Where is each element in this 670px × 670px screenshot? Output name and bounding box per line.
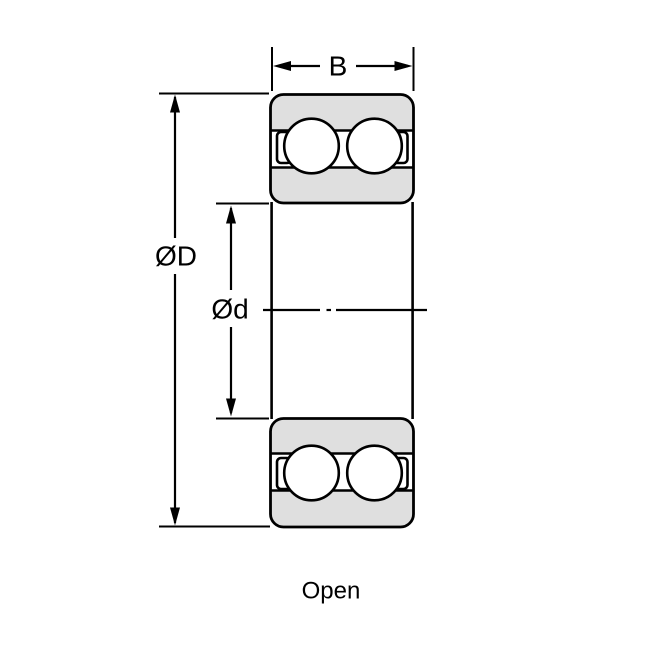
- dim-OD-arrow-down-icon: [170, 507, 180, 526]
- ball-bottom-left: [282, 444, 341, 502]
- bearing-top-section: [269, 93, 415, 205]
- dim-Od-arrow-down-icon: [226, 398, 236, 417]
- dimension-Od: Ød: [211, 202, 269, 420]
- dim-B-arrow-left-icon: [273, 61, 291, 71]
- dim-Od-label: Ød: [211, 294, 248, 325]
- ball-bottom-right: [345, 444, 404, 502]
- dim-B-label: B: [329, 51, 348, 82]
- dim-OD-arrow-up-icon: [170, 94, 180, 113]
- bearing-bottom-section: [269, 417, 415, 529]
- dimension-OD: ØD: [155, 92, 270, 528]
- dim-OD-label: ØD: [155, 241, 197, 272]
- dim-B-arrow-right-icon: [394, 61, 413, 71]
- dimension-B: B: [271, 47, 415, 91]
- bearing-type-caption: Open: [302, 578, 361, 605]
- ball-top-right: [345, 117, 404, 175]
- dim-Od-arrow-up-icon: [226, 205, 236, 224]
- ball-top-left: [282, 117, 341, 175]
